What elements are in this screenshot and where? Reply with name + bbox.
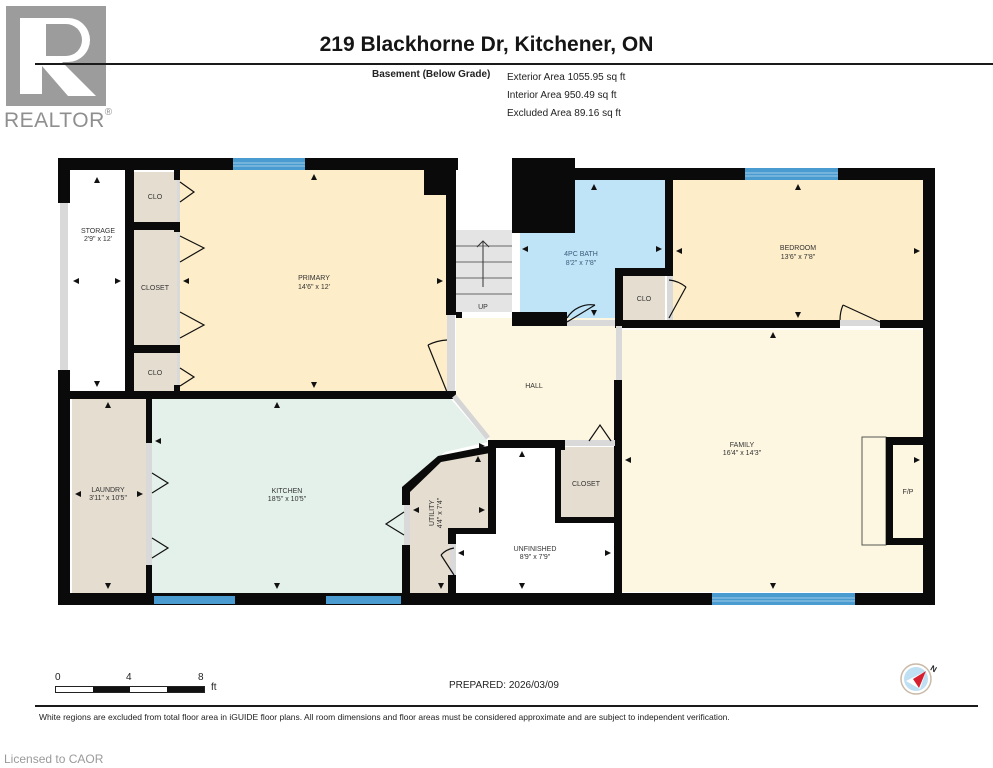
room-laundry <box>72 398 146 593</box>
label-clo-top: CLO <box>148 194 163 201</box>
floor-level-label: Basement (Below Grade) <box>372 69 491 80</box>
scale-bar-segments <box>55 686 205 693</box>
footer-divider <box>35 705 978 707</box>
room-fills <box>70 170 923 593</box>
door-swings <box>151 181 881 576</box>
scale-tick-8: 8 <box>198 672 204 683</box>
room-bath <box>520 180 665 322</box>
room-utility <box>410 450 488 593</box>
label-hall: HALL <box>525 383 543 390</box>
label-unfinished: UNFINISHED <box>514 546 557 553</box>
dimension-arrows <box>73 174 920 589</box>
interior-area: Interior Area 950.49 sq ft <box>507 90 617 101</box>
compass-north-label: N <box>929 664 939 675</box>
license-watermark: Licensed to CAOR <box>4 752 104 766</box>
compass-icon: N <box>899 660 943 705</box>
label-bath: 4PC BATH <box>564 251 598 258</box>
label-primary: PRIMARY <box>298 275 330 282</box>
dims-bath: 8'2" x 7'8" <box>566 260 597 267</box>
realtor-logo <box>6 6 106 106</box>
windows <box>154 158 855 605</box>
label-family: FAMILY <box>730 442 755 449</box>
stair-treads <box>456 245 512 295</box>
label-bedroom: BEDROOM <box>780 245 816 252</box>
label-utility: UTILITY <box>429 500 436 526</box>
disclaimer-text: White regions are excluded from total fl… <box>39 712 730 722</box>
room-stairs <box>456 230 512 312</box>
window-kitchen-left <box>154 596 235 604</box>
room-closet-left <box>134 230 177 345</box>
exterior-area: Exterior Area 1055.95 sq ft <box>507 72 626 83</box>
room-labels: STORAGE 2'9" x 12' CLO CLOSET CLO PRIMAR… <box>81 194 914 561</box>
label-clo-bath: CLO <box>637 296 652 303</box>
window-family <box>712 593 855 605</box>
scale-bar: 0 4 8 ft <box>55 672 217 693</box>
room-unfinished <box>455 448 614 592</box>
realtor-r-icon <box>6 6 106 106</box>
scale-tick-4: 4 <box>126 672 132 683</box>
label-storage: STORAGE <box>81 228 115 235</box>
dims-kitchen: 18'5" x 10'5" <box>268 496 307 503</box>
label-closet-mid: CLOSET <box>572 481 601 488</box>
label-kitchen: KITCHEN <box>272 488 303 495</box>
window-primary <box>233 158 305 170</box>
fireplace-hearth <box>861 436 887 546</box>
kitchen-hall-opening <box>452 394 490 440</box>
prepared-date: PREPARED: 2026/03/09 <box>449 680 559 691</box>
dims-storage: 2'9" x 12' <box>84 236 112 243</box>
label-fireplace: F/P <box>903 489 914 496</box>
dims-bedroom: 13'6" x 7'8" <box>781 254 816 261</box>
area-summary: Exterior Area 1055.95 sq ft Interior Are… <box>507 69 625 123</box>
dims-primary: 14'6" x 12' <box>298 284 330 291</box>
dims-utility: 4'4" x 7'4" <box>437 497 444 528</box>
scale-tick-0: 0 <box>55 672 61 683</box>
dims-laundry: 3'11" x 10'5" <box>89 495 127 502</box>
label-closet-left: CLOSET <box>141 285 170 292</box>
room-primary <box>180 170 450 392</box>
title-divider <box>35 63 993 65</box>
label-clo-bottom: CLO <box>148 370 163 377</box>
realtor-wordmark: REALTOR® <box>4 107 113 132</box>
room-bedroom <box>673 180 923 323</box>
room-clo-top <box>134 172 177 222</box>
stair-up-arrow-icon <box>476 240 490 287</box>
room-hall <box>456 318 616 440</box>
dims-family: 16'4" x 14'3" <box>723 450 762 457</box>
room-clo-bath <box>623 275 665 322</box>
excluded-area: Excluded Area 89.16 sq ft <box>507 108 621 119</box>
dims-unfinished: 8'9" x 7'9" <box>520 554 551 561</box>
property-address-title: 219 Blackhorne Dr, Kitchener, ON <box>319 33 654 56</box>
room-clo-bottom <box>134 353 177 391</box>
label-stairs-up: UP <box>478 304 488 311</box>
window-kitchen-right <box>326 596 401 604</box>
room-closet-mid <box>560 447 614 517</box>
label-laundry: LAUNDRY <box>91 487 125 494</box>
door-openings <box>60 180 880 575</box>
window-bedroom <box>745 168 838 180</box>
scale-unit: ft <box>211 682 217 693</box>
